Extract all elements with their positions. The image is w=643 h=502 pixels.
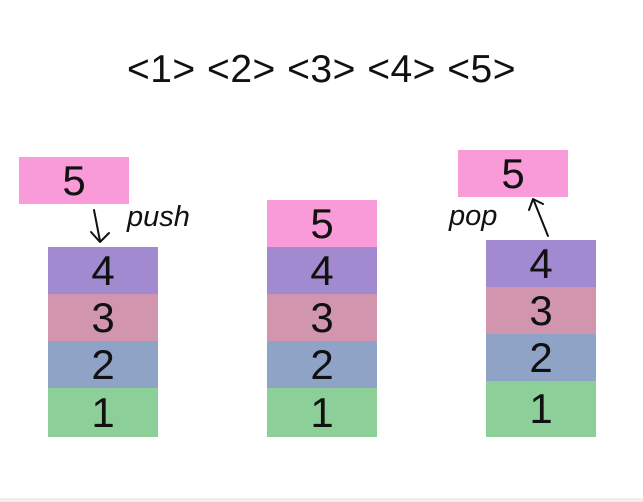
middle-stack-block-4: 4	[267, 247, 377, 294]
middle-stack-block-2: 2	[267, 341, 377, 388]
push-stack-block-3: 3	[48, 294, 158, 341]
push-stack-block-2: 2	[48, 341, 158, 388]
middle-stack-block-5: 5	[267, 200, 377, 247]
pop-stack-block-3: 3	[486, 287, 596, 334]
pop-label: pop	[449, 200, 498, 232]
pop-arrow-icon	[528, 198, 549, 237]
middle-stack-block-1: 1	[267, 388, 377, 437]
pop-outgoing-block: 5	[458, 150, 568, 197]
push-arrow-icon	[90, 209, 110, 243]
bottom-divider	[0, 498, 643, 502]
pop-stack-block-1: 1	[486, 381, 596, 437]
middle-stack-block-3: 3	[267, 294, 377, 341]
push-label: push	[127, 201, 190, 233]
pop-stack-block-4: 4	[486, 240, 596, 287]
pop-stack-block-2: 2	[486, 334, 596, 381]
push-stack-block-4: 4	[48, 247, 158, 294]
sequence-label: <1> <2> <3> <4> <5>	[126, 48, 517, 91]
push-stack-block-1: 1	[48, 388, 158, 437]
push-incoming-block: 5	[19, 157, 129, 204]
